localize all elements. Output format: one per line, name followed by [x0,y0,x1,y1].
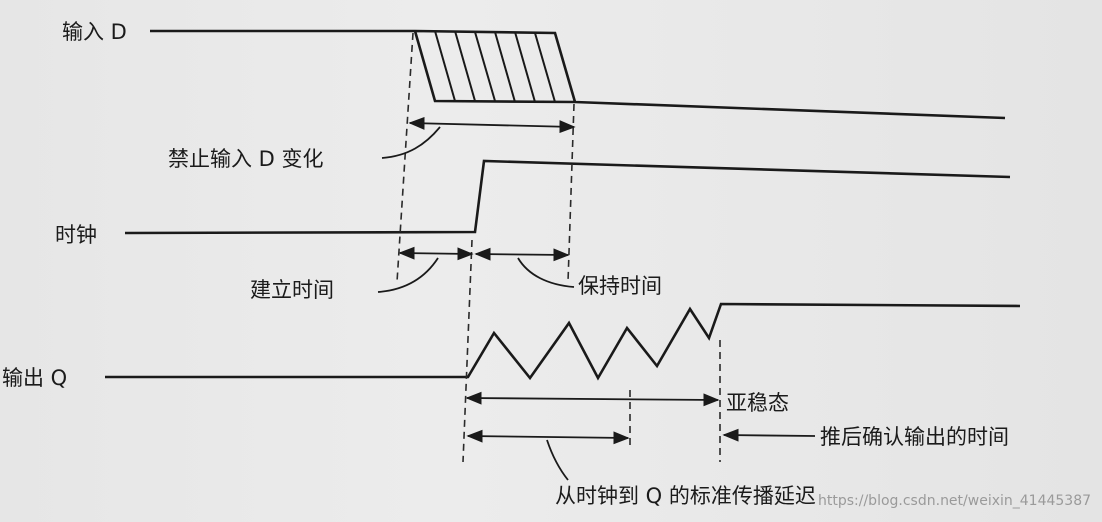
label-input-d: 输入 D [62,20,127,44]
clock-waveform [124,159,1011,235]
input-d-hatching [434,30,556,103]
label-output-q: 输出 Q [2,366,67,390]
arrow-prop-delay [466,429,630,445]
label-setup-time: 建立时间 [250,278,334,302]
leader-prop-delay [546,439,569,481]
arrow-setup-time [398,246,474,261]
label-hold-time: 保持时间 [578,274,662,298]
dashed-line-setup-start [396,32,414,283]
dashed-line-hold-end [567,103,575,283]
input-d-waveform [150,29,1006,120]
arrow-hold-time [474,247,570,262]
arrow-no-change [408,116,576,134]
leader-hold-time [517,257,575,288]
label-clock: 时钟 [55,223,97,247]
label-prop-delay: 从时钟到 Q 的标准传播延迟 [555,484,816,508]
leader-setup-time [377,257,439,293]
label-confirm-output: 推后确认输出的时间 [820,425,1009,449]
leader-no-change [381,126,441,159]
label-no-change: 禁止输入 D 变化 [168,147,324,171]
dashed-line-clock-edge [462,239,473,463]
label-metastable: 亚稳态 [726,391,789,415]
arrow-confirm-output [722,428,816,442]
arrow-metastable [465,391,720,407]
watermark-text: https://blog.csdn.net/weixin_41445387 [818,493,1091,509]
output-q-waveform [105,302,1021,381]
